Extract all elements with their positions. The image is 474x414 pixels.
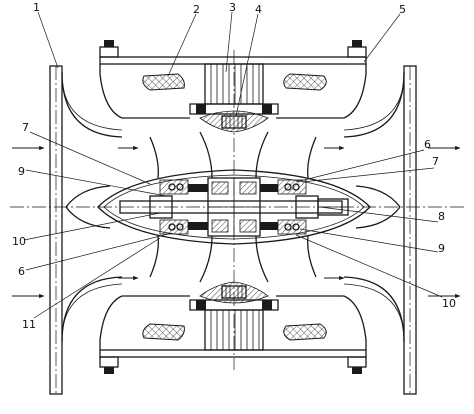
guide-vanes [149, 131, 317, 283]
callout-9-right: 9 [438, 242, 445, 255]
callout-1: 1 [33, 1, 40, 14]
callout-2: 2 [193, 3, 200, 16]
lower-coil-right [283, 323, 327, 341]
callout-7-left: 7 [22, 121, 29, 134]
leader-lines [23, 11, 443, 319]
callout-10-left: 10 [12, 235, 26, 248]
callout-5: 5 [399, 3, 406, 16]
callout-3: 3 [229, 1, 236, 14]
left-bearing-assembly [159, 179, 189, 235]
callout-7-right: 7 [432, 155, 439, 168]
callout-6-lower: 6 [18, 265, 25, 278]
right-bearing-assembly [277, 179, 307, 235]
upper-stator-laminations [210, 64, 260, 104]
right-pipe-flange [343, 65, 417, 395]
flow-arrows [12, 145, 461, 299]
callout-11: 11 [22, 318, 36, 331]
lower-housing [99, 281, 367, 374]
callout-6-upper: 6 [424, 138, 431, 151]
upper-coil-left [142, 73, 185, 91]
upper-housing [99, 40, 367, 133]
left-pipe-flange [49, 65, 123, 395]
lower-coil-left [142, 323, 185, 341]
callout-9-left: 9 [18, 165, 25, 178]
callout-4: 4 [255, 3, 262, 16]
center-rotor-assembly [207, 177, 261, 237]
callout-10-right: 10 [442, 297, 456, 310]
seals [188, 184, 278, 230]
callout-labels: 1 2 3 4 5 6 7 7 9 8 10 9 6 11 10 [12, 1, 456, 331]
upper-coil-right [283, 73, 327, 91]
callout-8: 8 [438, 210, 445, 223]
lower-stator-laminations [210, 310, 260, 350]
